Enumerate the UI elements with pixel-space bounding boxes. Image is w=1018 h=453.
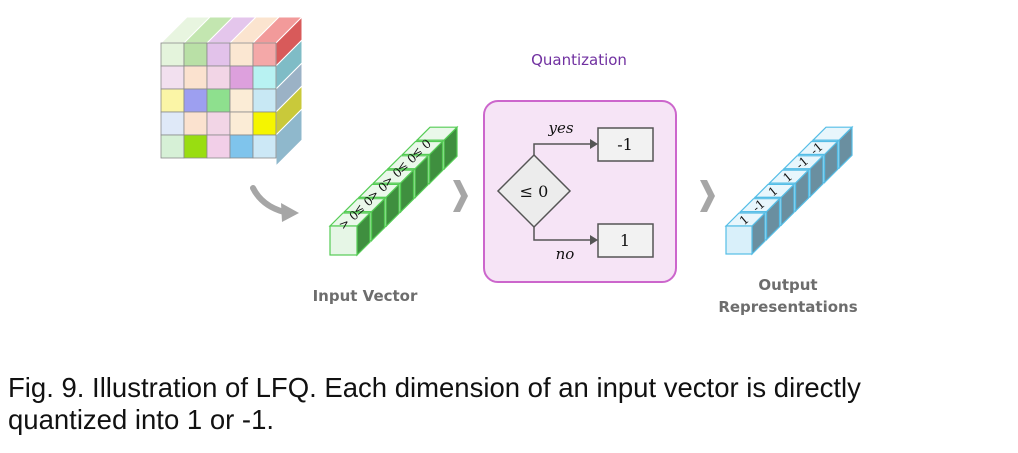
caption-line-2: quantized into 1 or -1. [8,404,275,435]
yes-branch-line [533,143,590,155]
cube-cell [229,42,254,67]
caption-line-1: Fig. 9. Illustration of LFQ. Each dimens… [8,372,861,403]
cube-cell [160,134,185,159]
cube-cell [206,134,231,159]
arrow-right-icon [700,180,715,212]
cube-cell [183,88,208,113]
cube-cell [160,88,185,113]
cube-cell [252,65,277,90]
cube-cell [252,111,277,136]
yes-output-box [597,127,654,162]
no-branch-line [533,227,590,241]
cube-cell [160,65,185,90]
figure-caption: Fig. 9. Illustration of LFQ. Each dimens… [8,372,1013,436]
output-label-line2: Representations [718,298,857,316]
no-label: no [556,245,575,263]
cube-cell [183,111,208,136]
cube-cell [252,42,277,67]
cube-cell [160,42,185,67]
yes-label: yes [547,119,573,137]
cube-cell [206,88,231,113]
yes-arrowhead-icon [590,139,598,149]
lfq-diagram: > 0≤ 0> 0> 0≤ 0≤ 0 Input Vector Quantiza… [159,15,858,316]
yes-output-value: -1 [617,135,633,154]
curved-arrow-icon [250,185,299,222]
input-vector: > 0≤ 0> 0> 0≤ 0≤ 0 [328,125,459,257]
cube-cell [206,65,231,90]
cube-cell [229,65,254,90]
input-vector-label: Input Vector [313,287,418,305]
cube-cell [160,111,185,136]
arrow-right-icon [453,180,468,212]
cube-cell [206,42,231,67]
input-vector-front-cell [328,211,372,257]
cube-cell [183,134,208,159]
feature-cube [159,15,304,168]
cube-cell [229,111,254,136]
no-output-box [597,223,654,258]
cube-cell [183,42,208,67]
cube-cell [229,88,254,113]
no-output-value: 1 [620,231,630,250]
cube-cell [252,134,277,159]
cube-cell [252,88,277,113]
quantization-title: Quantization [531,51,627,69]
output-vector-front-cell [724,211,767,256]
output-label-line1: Output [758,276,817,294]
cube-cell [229,134,254,159]
cube-cell [183,65,208,90]
decision-condition: ≤ 0 [520,182,549,201]
cube-cell [206,111,231,136]
output-vector: 1-111-1-1 [724,125,854,256]
no-arrowhead-icon [590,235,598,245]
